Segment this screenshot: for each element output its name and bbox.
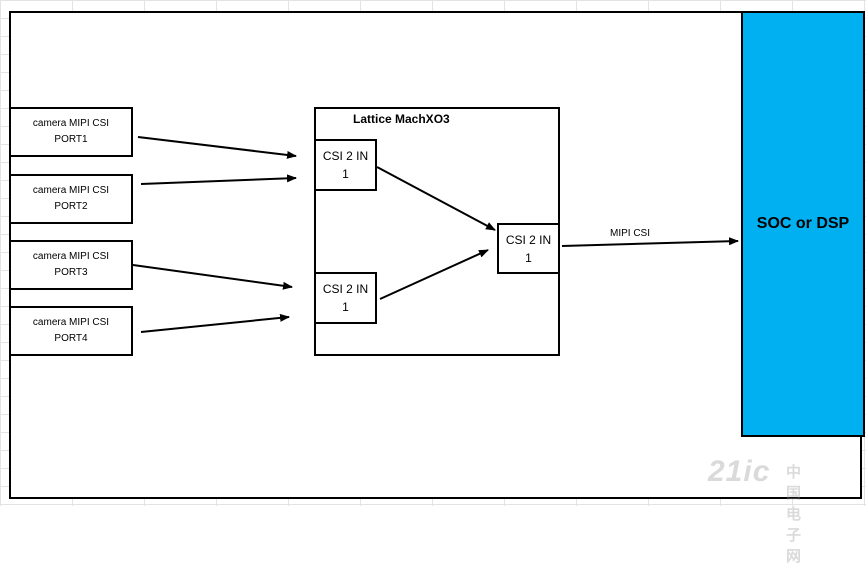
soc-label: SOC or DSP	[756, 215, 850, 232]
arrow-port1-to-csi1	[137, 136, 297, 159]
arrow-port2-to-csi1	[140, 174, 297, 185]
camera-port-2-label: camera MIPI CSI	[32, 185, 110, 196]
camera-port-4-box: camera MIPI CSI PORT4	[9, 306, 133, 356]
csi-in-block-1-index: 1	[342, 167, 349, 181]
mipi-csi-link-label: MIPI CSI	[610, 228, 651, 239]
watermark-sub: 中国电子网	[786, 464, 802, 565]
camera-port-2-box: camera MIPI CSI PORT2	[9, 174, 133, 224]
csi-in-block-2-label: CSI 2 IN	[322, 282, 369, 296]
csi-in-block-out-label: CSI 2 IN	[505, 232, 552, 247]
watermark-main: 21ic	[708, 455, 771, 488]
csi-in-block-1-label: CSI 2 IN	[322, 149, 369, 163]
fpga-title: Lattice MachXO3	[353, 112, 450, 126]
soc-block: SOC or DSP	[741, 11, 865, 437]
csi-in-block-1: CSI 2 IN 1	[314, 139, 377, 191]
camera-port-1-label: camera MIPI CSI	[32, 118, 110, 129]
camera-port-2-port: PORT2	[54, 201, 88, 212]
csi-in-block-out-index: 1	[525, 250, 532, 265]
camera-port-3-port: PORT3	[54, 267, 88, 278]
camera-port-4-label: camera MIPI CSI	[32, 317, 110, 328]
connection-arrows	[132, 136, 739, 333]
watermark-logo: 21ic 中国电子网	[708, 455, 801, 565]
camera-port-4-port: PORT4	[54, 333, 88, 344]
arrow-port4-to-csi2	[140, 313, 290, 333]
arrow-csi1-to-csiout	[376, 166, 496, 231]
camera-port-1-port: PORT1	[54, 134, 88, 145]
arrow-port3-to-csi2	[132, 264, 293, 290]
camera-port-3-box: camera MIPI CSI PORT3	[9, 240, 133, 290]
camera-port-1-box: camera MIPI CSI PORT1	[9, 107, 133, 157]
csi-in-block-2: CSI 2 IN 1	[314, 272, 377, 324]
arrow-csiout-to-soc	[561, 237, 739, 247]
camera-port-3-label: camera MIPI CSI	[32, 251, 110, 262]
arrow-csi2-to-csiout	[379, 249, 489, 300]
csi-in-block-2-index: 1	[342, 300, 349, 314]
csi-in-block-out: CSI 2 IN 1	[497, 223, 560, 274]
